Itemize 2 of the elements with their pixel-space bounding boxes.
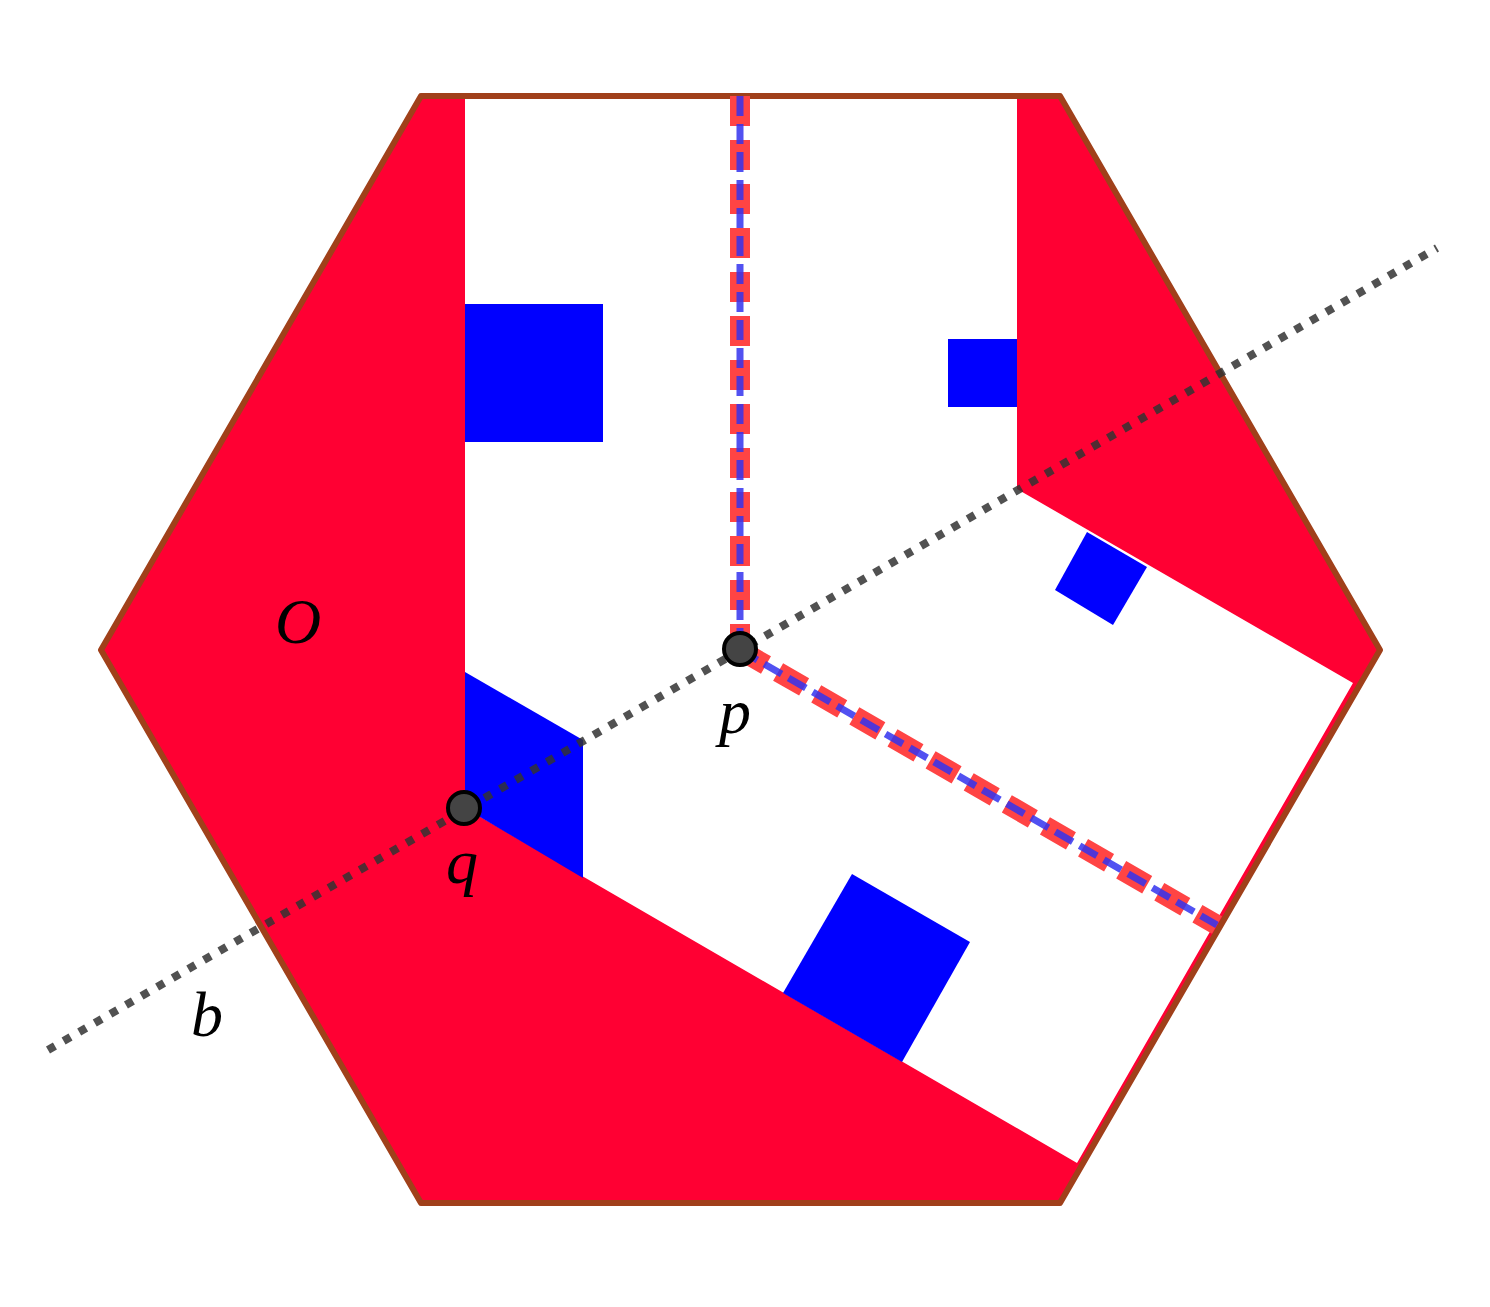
point-label: O <box>274 590 322 654</box>
point-label: b <box>191 983 223 1047</box>
